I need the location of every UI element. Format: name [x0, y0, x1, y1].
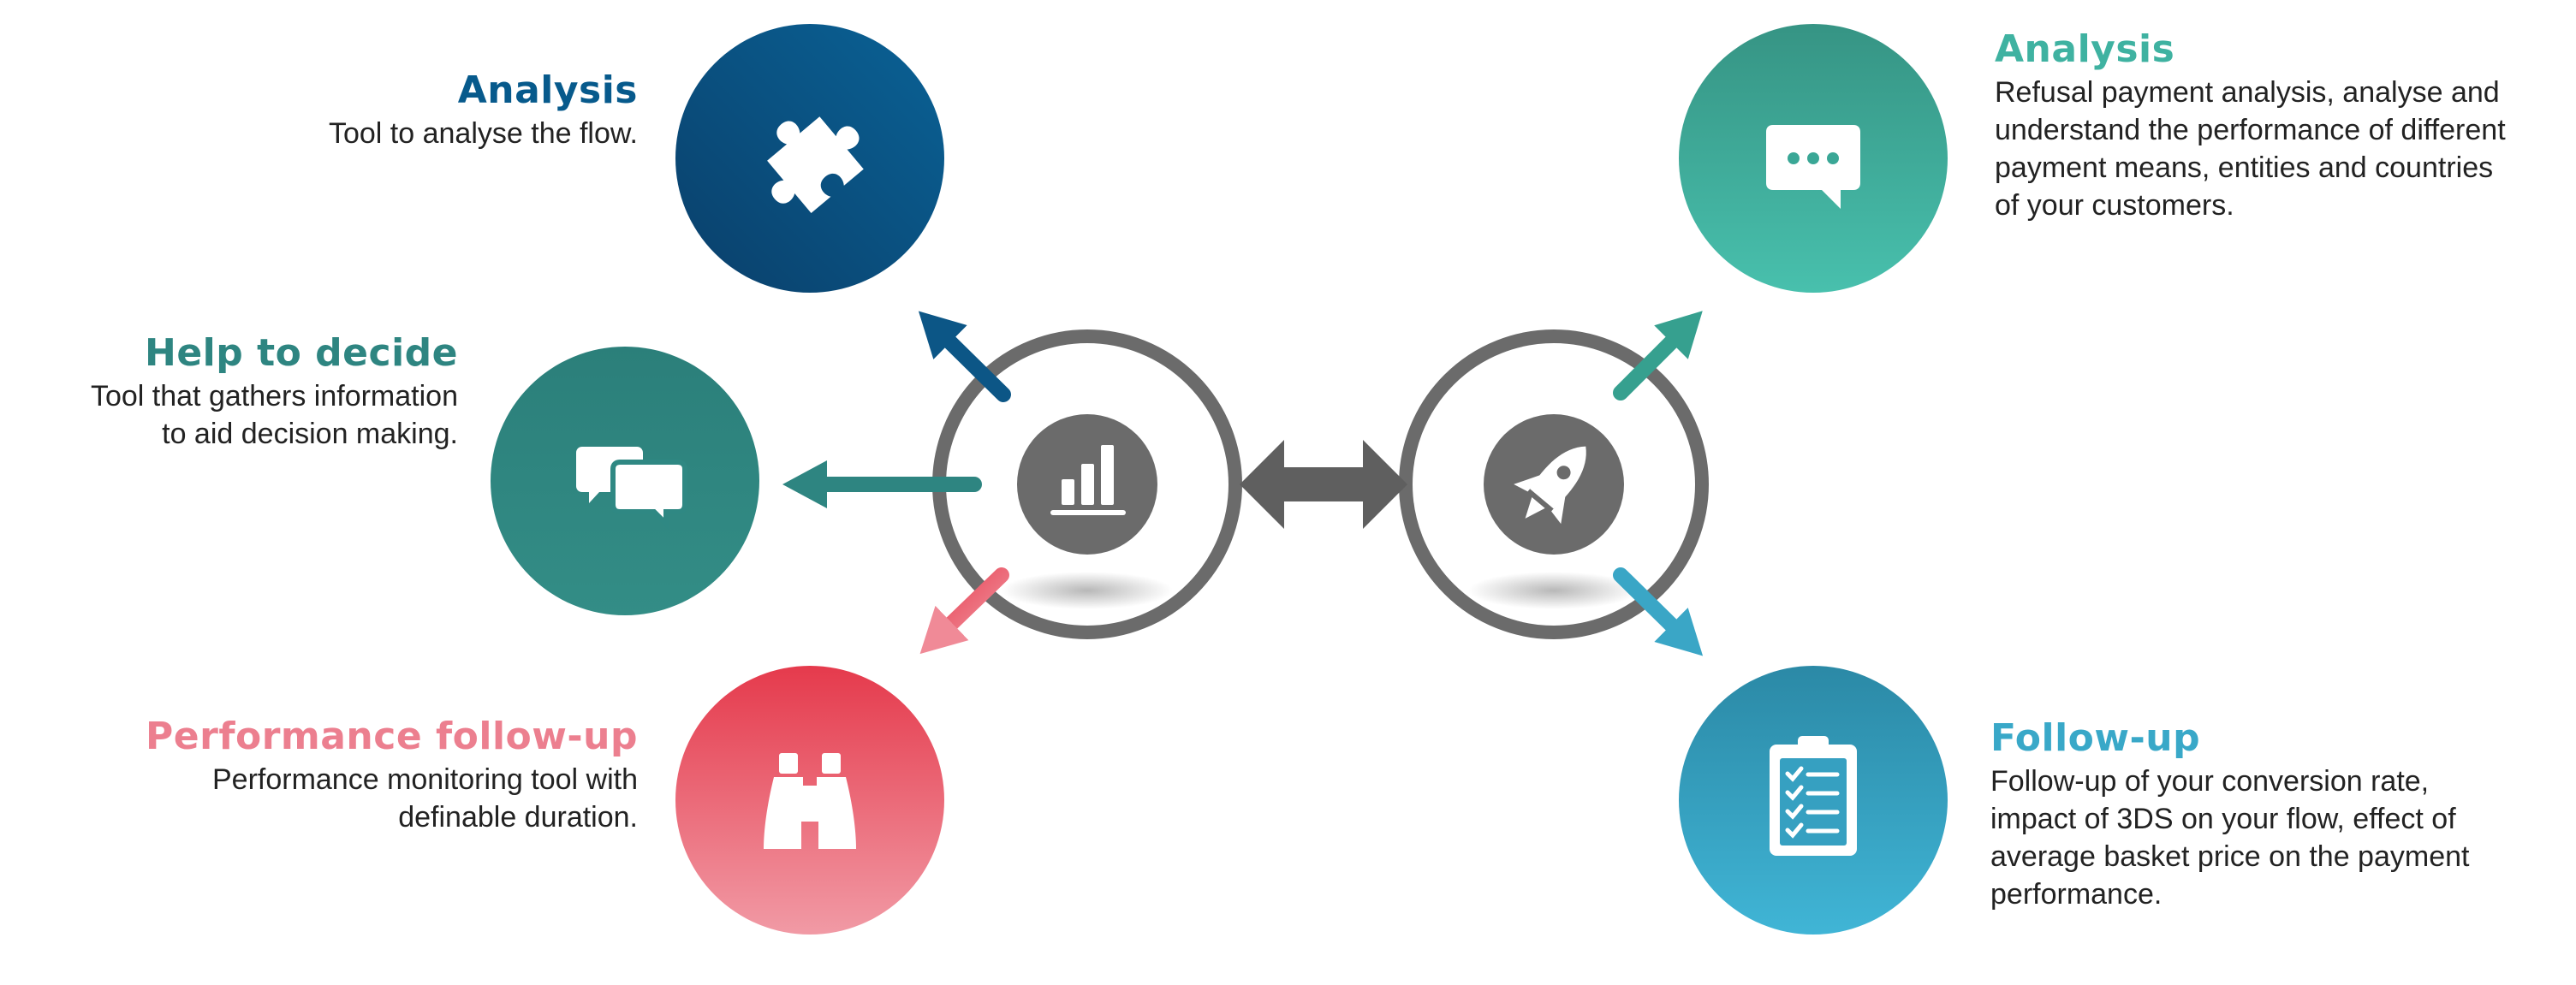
node-description: Follow-up of your conversion rate, impac…: [1990, 765, 2470, 911]
puzzle-piece-icon: [767, 116, 864, 214]
rocket-icon: [1514, 446, 1586, 525]
node-title: Analysis: [457, 68, 638, 112]
speech-bubble-icon: [1766, 125, 1860, 209]
node-follow-up: [1679, 666, 1948, 935]
node-help-to-decide: [491, 347, 759, 615]
label-analysis-left: Analysis Tool to analyse the flow.: [39, 67, 638, 152]
bar-chart-icon: [1050, 445, 1126, 515]
label-performance-follow-up: Performance follow-up Performance monito…: [0, 713, 638, 836]
arrow-to-analysis-left: [918, 311, 1011, 402]
label-help-to-decide: Help to decide Tool that gathers informa…: [0, 329, 458, 453]
node-title: Analysis: [1995, 27, 2175, 71]
arrow-to-analysis-right: [1613, 311, 1703, 401]
node-analysis-right: [1679, 24, 1948, 293]
arrow-to-performance-follow-up: [919, 567, 1009, 655]
label-follow-up: Follow-up Follow-up of your conversion r…: [1990, 715, 2555, 913]
binoculars-icon: [764, 753, 856, 849]
node-description: Tool to analyse the flow.: [328, 117, 638, 150]
node-description: Refusal payment analysis, analyse and un…: [1995, 76, 2506, 222]
node-title: Follow-up: [1990, 716, 2201, 760]
left-hub: [932, 329, 1242, 639]
node-description: Performance monitoring tool with definab…: [211, 763, 638, 834]
node-performance-follow-up: [675, 666, 944, 935]
label-analysis-right: Analysis Refusal payment analysis, analy…: [1995, 26, 2560, 224]
node-description: Tool that gathers information to aid dec…: [90, 380, 458, 450]
chat-bubbles-icon: [576, 447, 687, 531]
clipboard-checklist-icon: [1770, 736, 1857, 856]
node-title: Performance follow-up: [146, 715, 638, 758]
node-title: Help to decide: [145, 331, 458, 375]
right-hub: [1399, 329, 1709, 639]
hub-connector-arrow: [1240, 440, 1407, 529]
arrow-to-follow-up: [1613, 567, 1704, 656]
node-analysis-left: [675, 24, 944, 293]
